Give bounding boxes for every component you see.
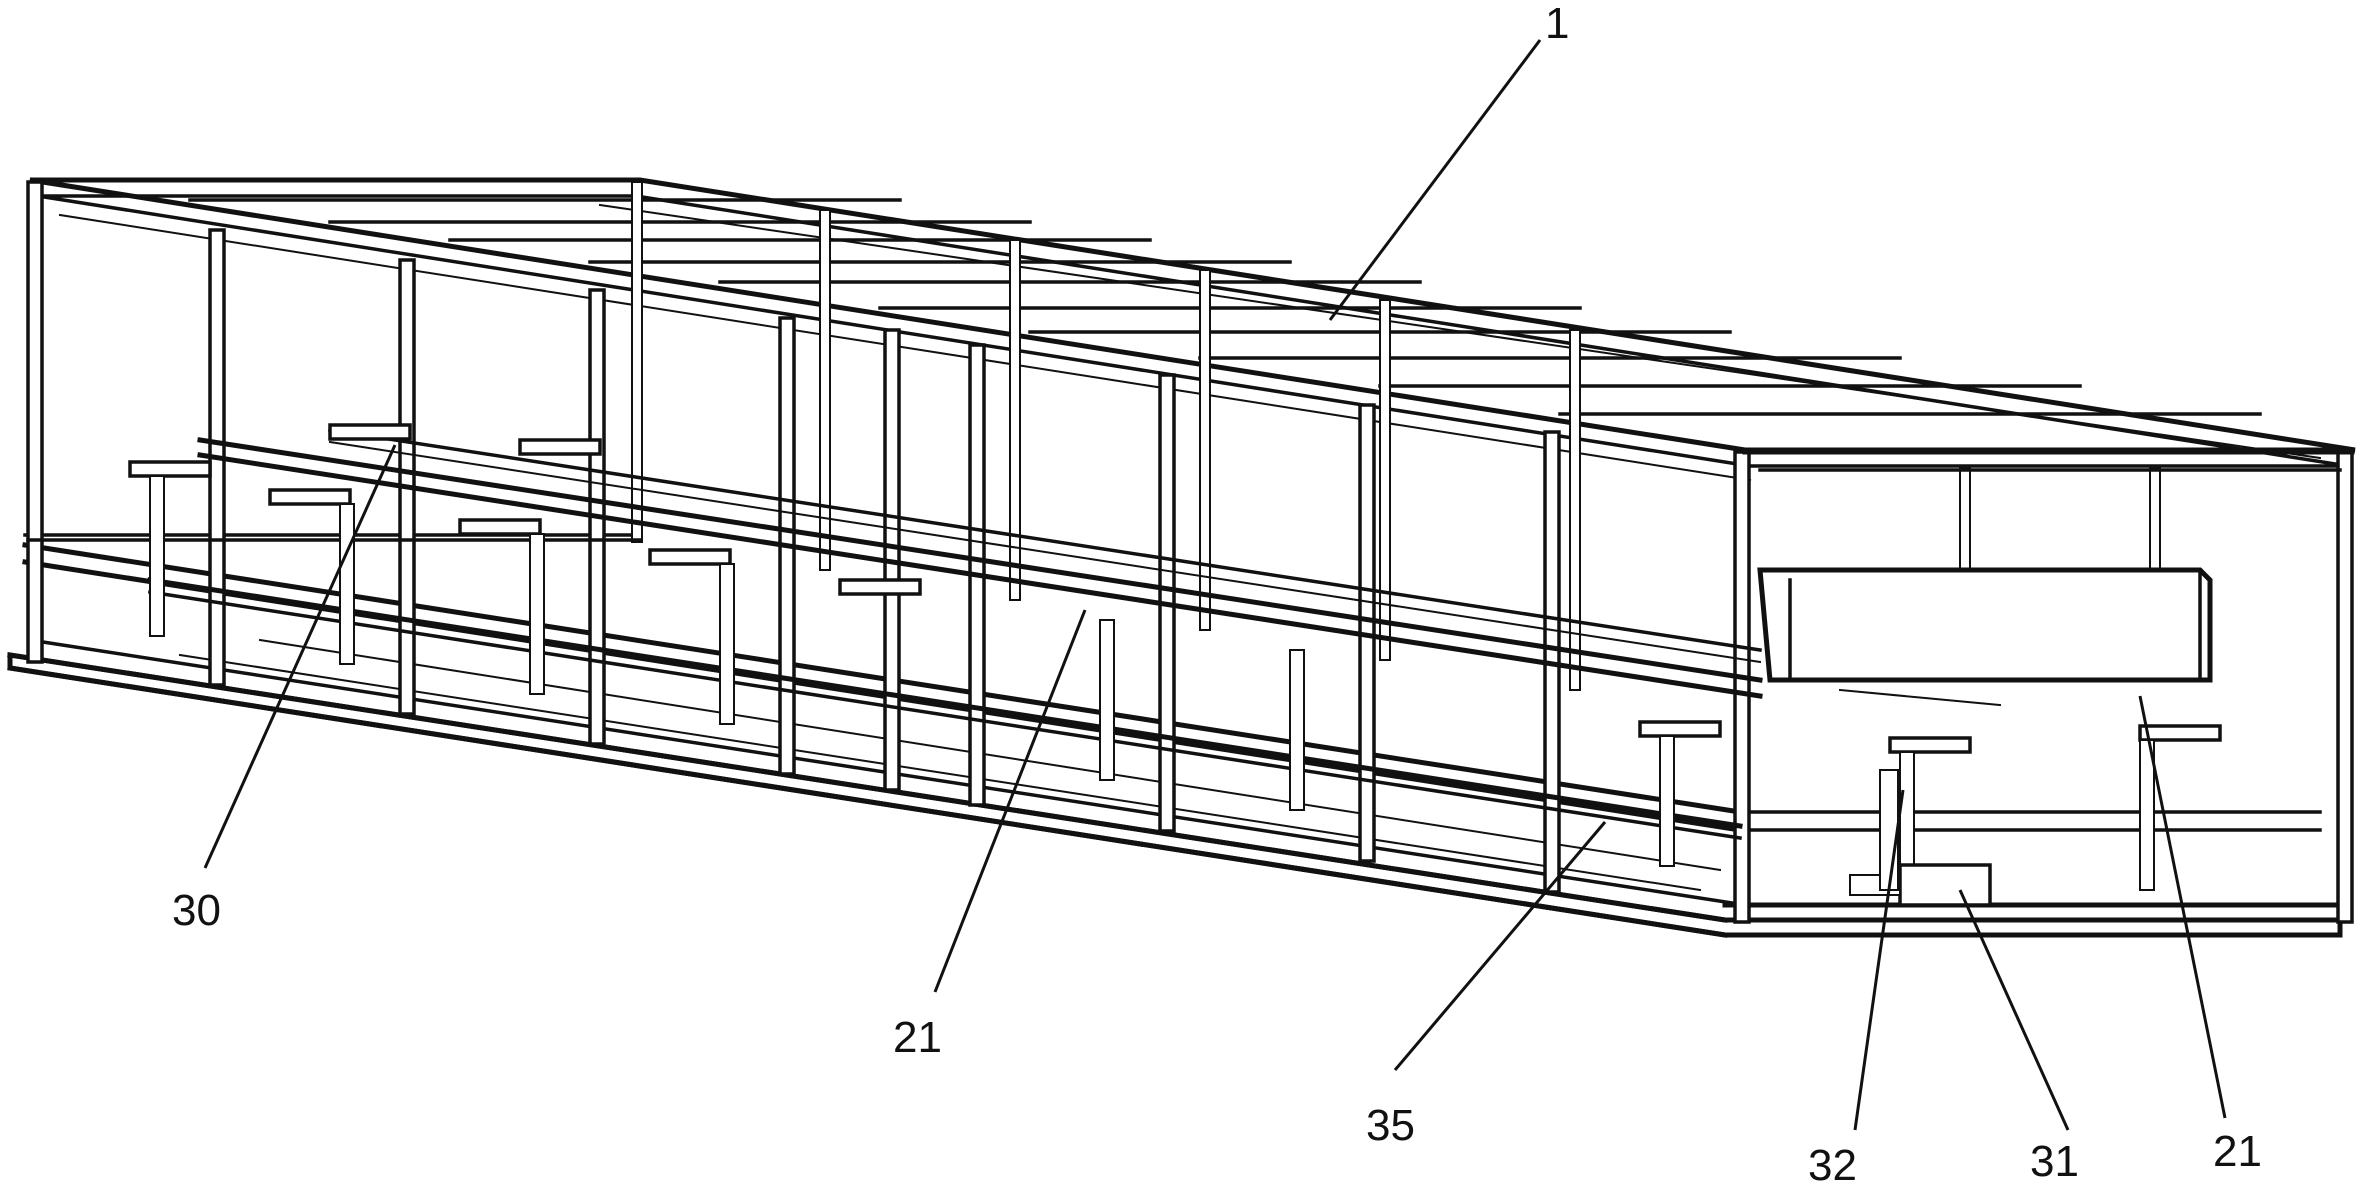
label-ref-35: 35: [1366, 1101, 1415, 1150]
label-ref-32: 32: [1808, 1141, 1857, 1190]
leader-1: [1330, 40, 1540, 320]
label-ref-21b: 21: [2213, 1127, 2262, 1176]
label-ref-21a: 21: [893, 1013, 942, 1062]
label-ref-30: 30: [172, 886, 221, 935]
label-ref-31: 31: [2030, 1137, 2079, 1186]
label-ref-1: 1: [1545, 0, 1569, 48]
leader-31: [1960, 890, 2068, 1130]
front-posts: [28, 182, 1749, 922]
drive-unit: [1850, 770, 1990, 905]
machine-housing: [1760, 570, 2210, 705]
